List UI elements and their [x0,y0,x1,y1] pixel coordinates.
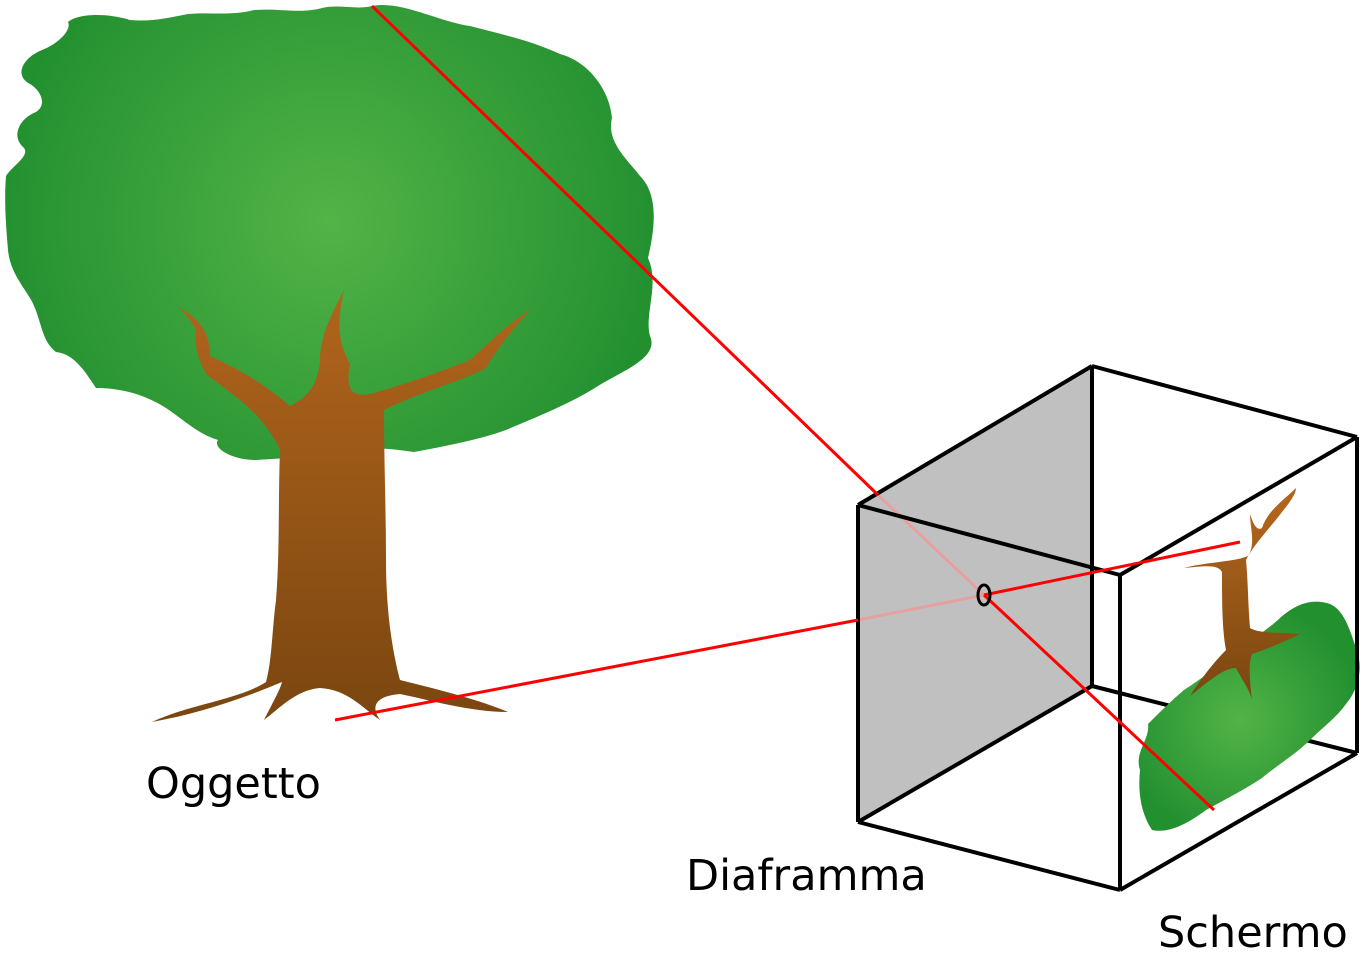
ray-bottom-inside [983,540,1241,597]
image-foliage [1138,601,1360,831]
camera-box-edges [856,364,1359,892]
object-label: Oggetto [146,759,321,809]
object-tree [5,4,654,722]
image-trunk [1184,488,1300,700]
pinhole [976,583,992,607]
ray-bottom-segment [334,618,859,722]
screen-label: Schermo [1158,908,1348,958]
tree-trunk [152,290,530,722]
ray-top-inside [982,593,1216,812]
aperture-panel [858,366,1092,822]
projected-image [1138,488,1360,831]
aperture-label: Diaframma [686,851,927,901]
rays-behind-panel [857,493,986,622]
light-rays [334,4,1241,812]
ray-top-segment [370,4,880,497]
